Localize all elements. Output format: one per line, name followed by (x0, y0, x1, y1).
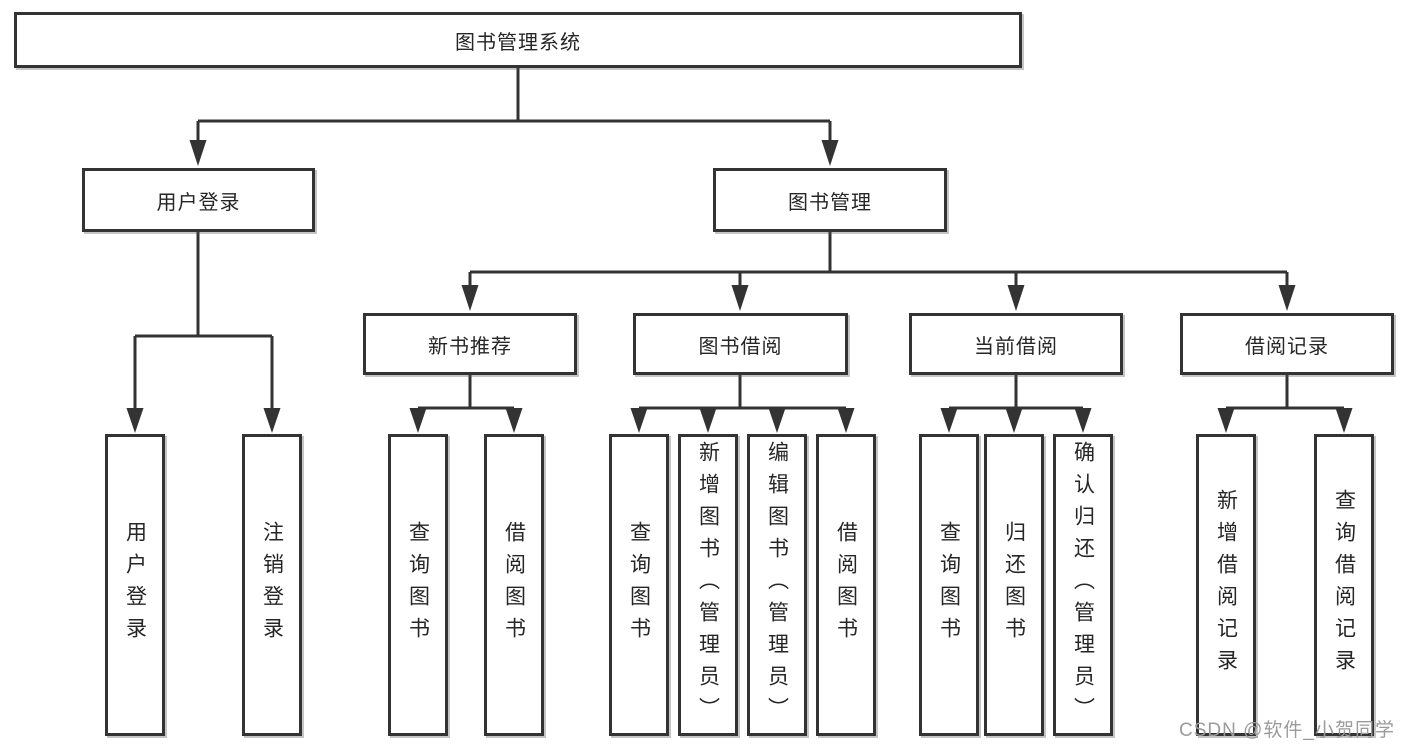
arrowhead (731, 285, 749, 311)
connector-new-book-recommend (409, 375, 523, 433)
arrowhead (630, 408, 648, 433)
arrowhead (940, 408, 958, 433)
arrowhead (409, 408, 427, 433)
connector-borrowing-records (1217, 375, 1353, 433)
arrowhead (263, 408, 281, 433)
leaf-borrow-books-recommend: 借阅图书 (484, 434, 544, 736)
leaf-edit-books-admin: 编辑图书（管理员） (747, 434, 807, 736)
arrowhead (1278, 285, 1296, 311)
connector-user-login (126, 232, 281, 433)
leaf-query-books-current: 查询图书 (919, 434, 979, 736)
leaf-logout: 注销登录 (242, 434, 302, 736)
arrowhead (1217, 408, 1235, 433)
arrowhead (699, 408, 717, 433)
arrowhead (126, 408, 144, 433)
node-user-login: 用户登录 (82, 168, 315, 232)
node-new-book-recommend: 新书推荐 (363, 313, 577, 375)
arrowhead (189, 140, 207, 166)
arrowhead (1074, 408, 1092, 433)
arrowhead (505, 408, 523, 433)
arrowhead (1335, 408, 1353, 433)
connector-current-borrowing (940, 375, 1092, 433)
connector-book-management (461, 232, 1296, 311)
arrowhead (837, 408, 855, 433)
leaf-query-books-recommend: 查询图书 (388, 434, 448, 736)
csdn-watermark: CSDN @软件_小贺同学 (1179, 720, 1395, 741)
leaf-borrow-books: 借阅图书 (816, 434, 876, 736)
leaf-add-borrow-record: 新增借阅记录 (1196, 434, 1256, 736)
leaf-user-login: 用户登录 (105, 434, 165, 736)
leaf-add-books-admin: 新增图书（管理员） (678, 434, 738, 736)
connector-book-borrowing (630, 375, 855, 433)
node-library-system: 图书管理系统 (14, 12, 1022, 68)
leaf-return-books: 归还图书 (984, 434, 1044, 736)
arrowhead (768, 408, 786, 433)
node-book-borrowing: 图书借阅 (633, 313, 848, 375)
arrowhead (821, 140, 839, 166)
arrowhead (1007, 285, 1025, 311)
connector-root (189, 68, 839, 166)
leaf-query-borrow-record: 查询借阅记录 (1314, 434, 1374, 736)
node-borrowing-records: 借阅记录 (1180, 313, 1394, 375)
arrowhead (461, 285, 479, 311)
leaf-confirm-return-admin: 确认归还（管理员） (1053, 434, 1113, 736)
leaf-query-books-borrowing: 查询图书 (609, 434, 669, 736)
node-current-borrowing: 当前借阅 (909, 313, 1123, 375)
node-book-management: 图书管理 (713, 168, 947, 232)
arrowhead (1005, 408, 1023, 433)
